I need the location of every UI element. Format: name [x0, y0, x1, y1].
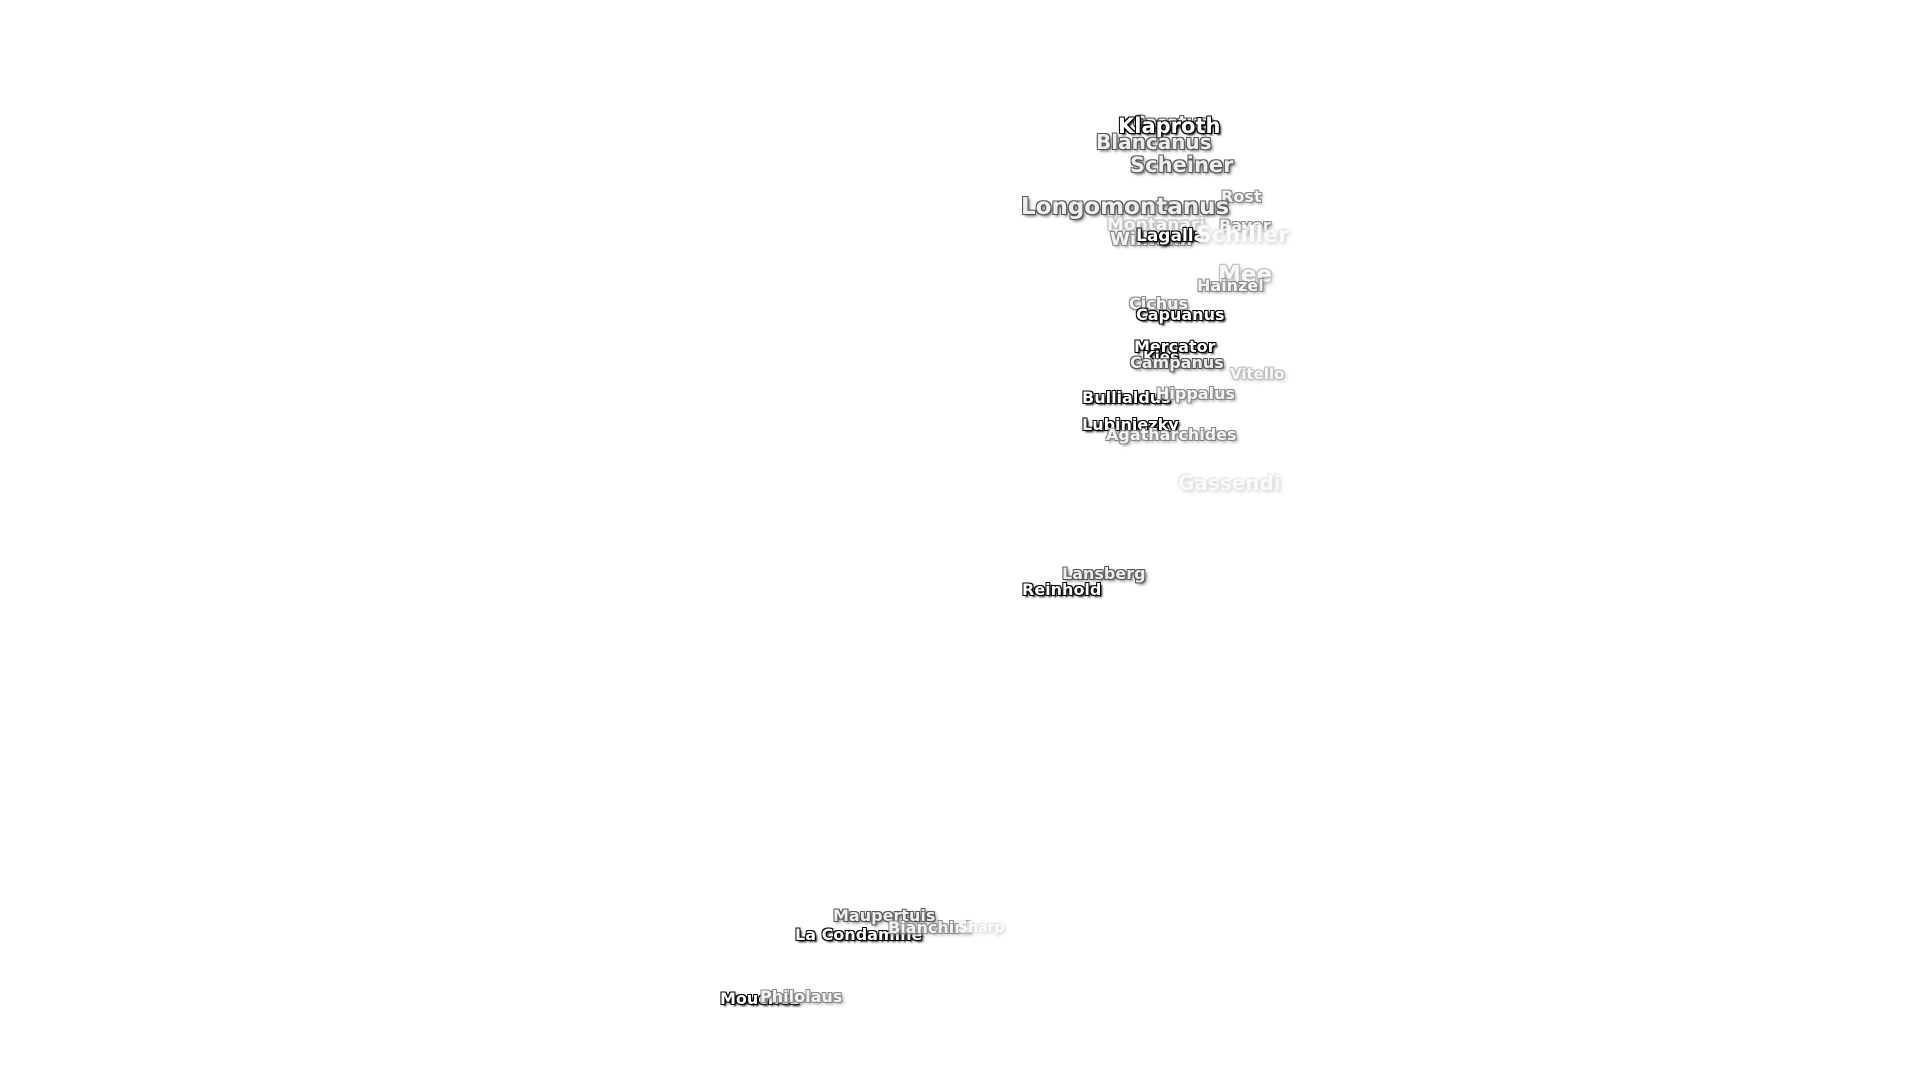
- crater-label-rost[interactable]: Rost: [1221, 187, 1262, 206]
- crater-label-lubiniezky[interactable]: Lubiniezky: [1082, 415, 1179, 434]
- crater-label-bayer[interactable]: Bayer: [1219, 216, 1271, 235]
- crater-label-la-condamine[interactable]: La Condamine: [795, 925, 923, 944]
- crater-label-blancanus[interactable]: Blancanus: [1096, 130, 1212, 154]
- crater-label-mouchez[interactable]: Mouchez: [720, 989, 800, 1008]
- crater-label-gassendi[interactable]: Gassendi: [1178, 471, 1281, 495]
- crater-label-mee[interactable]: Mee: [1218, 262, 1273, 288]
- crater-label-sharp[interactable]: Sharp: [958, 920, 1005, 936]
- crater-label-philolaus[interactable]: Philolaus: [760, 987, 843, 1006]
- crater-label-scheiner[interactable]: Scheiner: [1130, 153, 1234, 177]
- crater-label-hainzel[interactable]: Hainzel: [1197, 276, 1264, 295]
- crater-label-lansberg[interactable]: Lansberg: [1062, 564, 1146, 583]
- crater-label-montanari[interactable]: Montanari: [1107, 215, 1206, 235]
- crater-label-campanus[interactable]: Campanus: [1130, 353, 1224, 372]
- crater-label-capuanus[interactable]: Capuanus: [1136, 305, 1225, 324]
- crater-label-wilhelm[interactable]: Wilhelm: [1110, 229, 1193, 250]
- crater-label-cichus[interactable]: Cichus: [1129, 294, 1189, 313]
- crater-label-reinhold[interactable]: Reinhold: [1022, 580, 1102, 599]
- crater-label-casatus[interactable]: Casatus: [1133, 113, 1209, 133]
- crater-label-bianchini[interactable]: Bianchini: [888, 918, 972, 937]
- crater-label-kies[interactable]: Kies: [1143, 348, 1179, 366]
- crater-label-hippalus[interactable]: Hippalus: [1156, 384, 1235, 403]
- crater-label-bullialdus[interactable]: Bullialdus: [1082, 388, 1171, 407]
- crater-label-mercator[interactable]: Mercator: [1134, 337, 1216, 356]
- crater-label-agatharchides[interactable]: Agatharchides: [1106, 425, 1237, 444]
- crater-label-vitello[interactable]: Vitello: [1230, 365, 1285, 383]
- crater-label-schiller[interactable]: Schiller: [1196, 223, 1289, 248]
- crater-label-maupertuis[interactable]: Maupertuis: [833, 906, 936, 925]
- crater-label-longomontanus[interactable]: Longomontanus: [1021, 194, 1230, 220]
- crater-label-klaproth[interactable]: Klaproth: [1118, 114, 1221, 138]
- crater-label-lagalla[interactable]: Lagalla: [1136, 226, 1206, 246]
